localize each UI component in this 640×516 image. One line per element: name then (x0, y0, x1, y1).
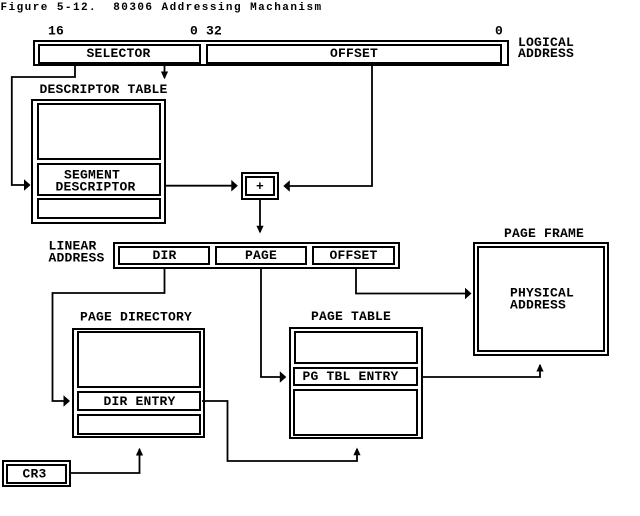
svg-text:Figure 5-12. 80306 Addressing: Figure 5-12. 80306 Addressing Machanism (1, 2, 323, 14)
svg-text:DESCRIPTOR TABLE: DESCRIPTOR TABLE (40, 82, 168, 97)
svg-text:PAGE FRAME: PAGE FRAME (504, 226, 584, 241)
svg-text:CR3: CR3 (23, 467, 47, 482)
svg-text:OFFSET: OFFSET (330, 46, 378, 61)
svg-text:SEGMENT: SEGMENT (64, 167, 120, 182)
svg-text:PG TBL ENTRY: PG TBL ENTRY (303, 369, 399, 384)
svg-text:SELECTOR: SELECTOR (87, 46, 151, 61)
svg-text:PAGE: PAGE (245, 248, 277, 263)
svg-text:ADDRESS: ADDRESS (518, 46, 574, 61)
svg-text:0 32: 0 32 (190, 24, 222, 39)
svg-text:16: 16 (48, 24, 64, 39)
svg-text:OFFSET: OFFSET (330, 248, 378, 263)
svg-text:PAGE DIRECTORY: PAGE DIRECTORY (80, 310, 192, 325)
svg-text:PHYSICAL: PHYSICAL (510, 286, 574, 301)
svg-text:+: + (256, 179, 264, 194)
svg-text:ADDRESS: ADDRESS (510, 298, 566, 313)
svg-text:DIR ENTRY: DIR ENTRY (104, 394, 176, 409)
svg-text:DIR: DIR (153, 248, 177, 263)
svg-text:PAGE TABLE: PAGE TABLE (311, 309, 391, 324)
svg-text:LOGICAL: LOGICAL (518, 35, 574, 50)
svg-text:LINEAR: LINEAR (49, 238, 97, 253)
svg-text:ADDRESS: ADDRESS (49, 250, 105, 265)
svg-text:0: 0 (495, 24, 503, 39)
svg-text:DESCRIPTOR: DESCRIPTOR (56, 179, 136, 194)
